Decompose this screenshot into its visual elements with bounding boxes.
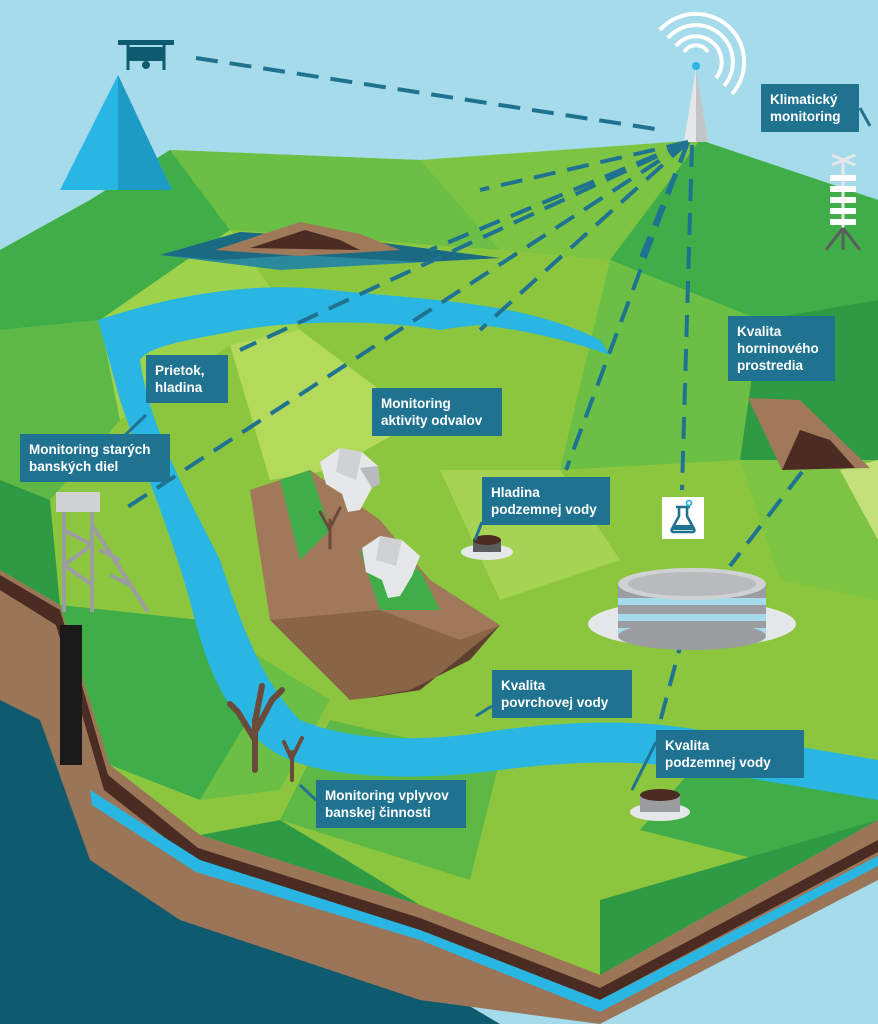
flask-icon (662, 497, 704, 539)
label-climate-monitoring: Klimatický monitoring (761, 84, 859, 132)
antenna-signal-icon (658, 11, 747, 142)
label-surface-water-quality: Kvalita povrchovej vody (492, 670, 632, 718)
drone-icon (60, 40, 174, 190)
label-groundwater-level: Hladina podzemnej vody (482, 477, 610, 525)
rock-formation-icon (320, 448, 420, 598)
water-tank-icon (588, 568, 796, 650)
label-rock-quality: Kvalita horninového prostredia (728, 316, 835, 381)
label-groundwater-quality: Kvalita podzemnej vody (656, 730, 804, 778)
signal-links (118, 56, 804, 723)
weather-station-icon (824, 153, 862, 251)
dead-tree-icon (227, 506, 342, 782)
label-mining-impacts: Monitoring vplyvov banskej činnosti (316, 780, 466, 828)
ground-layers (0, 560, 878, 1024)
ocean (0, 610, 500, 1024)
label-flow-level: Prietok, hladina (146, 355, 228, 403)
rock-cave (748, 398, 870, 470)
label-heaps-monitoring: Monitoring aktivity odvalov (372, 388, 502, 436)
well-icon (461, 535, 690, 821)
label-old-mines-monitoring: Monitoring starých banských diel (20, 434, 170, 482)
open-pit (160, 222, 500, 270)
mine-headframe-icon (56, 492, 150, 765)
